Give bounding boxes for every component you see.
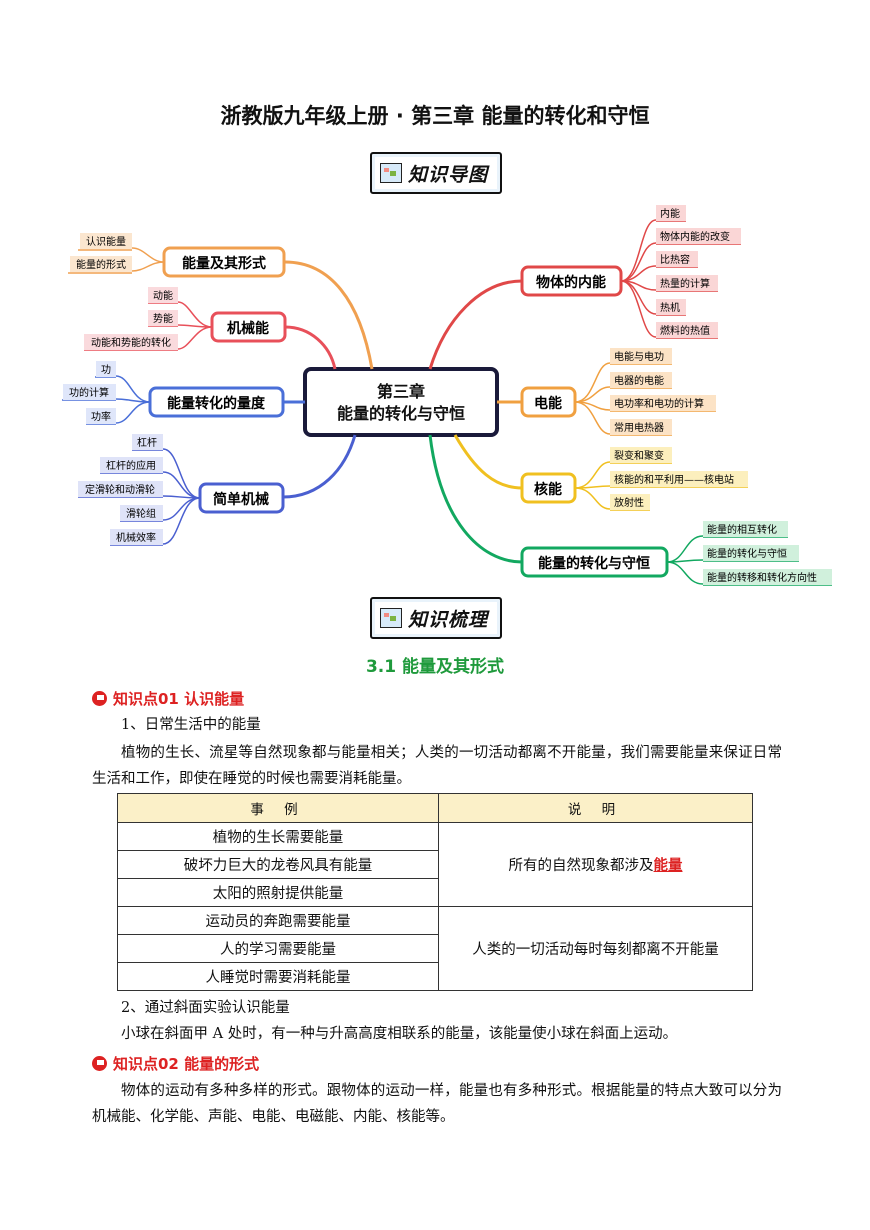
mind-map: 第三章 能量的转化与守恒 能量及其形式 认识能量 能量的形式 机械能 动能 势能… — [62, 205, 832, 586]
node-nuclear-label: 核能 — [534, 481, 562, 498]
knowledge-map-banner: 知识导图 — [370, 152, 502, 194]
center-line1: 第三章 — [377, 382, 425, 401]
simple-item-4: 机械效率 — [116, 531, 156, 544]
internal-item-4: 热机 — [660, 301, 680, 314]
knowledge-review-banner: 知识梳理 — [370, 597, 502, 639]
energy-examples-table: 事 例 说 明 植物的生长需要能量 所有的自然现象都涉及能量 破坏力巨大的龙卷风… — [117, 793, 753, 991]
mech-item-0: 动能 — [153, 289, 173, 302]
node-conserve-label: 能量的转化与守恒 — [538, 555, 650, 572]
flag-icon — [92, 1056, 107, 1071]
banner-label: 知识梳理 — [408, 609, 489, 631]
subheading-1: 1、日常生活中的能量 — [121, 717, 261, 733]
knowledge-point-2: 知识点02 能量的形式 — [92, 1053, 259, 1074]
node-mech-label: 机械能 — [227, 320, 269, 337]
conserve-item-2: 能量的转移和转化方向性 — [707, 571, 817, 584]
simple-item-1: 杠杆的应用 — [106, 459, 156, 472]
nuclear-item-0: 裂变和聚变 — [614, 449, 664, 462]
paragraph-3: 物体的运动有多种多样的形式。跟物体的运动一样，能量也有多种形式。根据能量的特点大… — [92, 1083, 782, 1125]
table-note-2: 人类的一切活动每时每刻都离不开能量 — [438, 906, 753, 991]
table-row: 破坏力巨大的龙卷风具有能量 — [117, 850, 439, 879]
elec-item-0: 电能与电功 — [614, 350, 664, 363]
kp1-label: 知识点01 认识能量 — [113, 690, 245, 708]
nuclear-item-2: 放射性 — [614, 496, 644, 509]
section-title: 3.1 能量及其形式 — [365, 657, 505, 677]
table-row: 运动员的奔跑需要能量 — [117, 906, 439, 935]
internal-item-5: 燃料的热值 — [660, 324, 710, 337]
forms-item-1: 能量的形式 — [76, 258, 126, 271]
document-icon — [380, 608, 402, 628]
node-forms-label: 能量及其形式 — [182, 255, 266, 272]
knowledge-point-1: 知识点01 认识能量 — [92, 688, 244, 709]
node-simple-label: 简单机械 — [213, 491, 269, 508]
page-title: 浙教版九年级上册 · 第三章 能量的转化和守恒 — [220, 104, 650, 128]
center-line2: 能量的转化与守恒 — [337, 404, 465, 423]
mech-item-1: 势能 — [153, 312, 173, 325]
table-row: 植物的生长需要能量 — [117, 822, 439, 851]
simple-item-0: 杠杆 — [137, 436, 157, 449]
measure-item-1: 功的计算 — [69, 386, 109, 399]
measure-item-0: 功 — [101, 364, 111, 376]
nuclear-item-1: 核能的和平利用——核电站 — [614, 473, 734, 486]
table-header-note: 说 明 — [438, 793, 753, 823]
table-row: 太阳的照射提供能量 — [117, 878, 439, 907]
map-icon — [380, 163, 402, 183]
table-note-1: 所有的自然现象都涉及能量 — [438, 822, 753, 907]
node-internal-label: 物体的内能 — [536, 274, 606, 291]
paragraph-2: 小球在斜面甲 A 处时，有一种与升高高度相联系的能量，该能量使小球在斜面上运动。 — [121, 1026, 678, 1042]
elec-item-2: 电功率和电功的计算 — [614, 397, 704, 410]
simple-item-2: 定滑轮和动滑轮 — [85, 483, 155, 496]
banner-label: 知识导图 — [408, 164, 489, 186]
node-elec-label: 电能 — [534, 395, 562, 412]
flag-icon — [92, 691, 107, 706]
node-measure-label: 能量转化的量度 — [167, 395, 266, 412]
center-node — [303, 367, 499, 437]
note1-keyword: 能量 — [653, 857, 683, 874]
table-row: 人睡觉时需要消耗能量 — [117, 962, 439, 991]
forms-item-0: 认识能量 — [86, 235, 126, 248]
mech-item-2: 动能和势能的转化 — [91, 336, 171, 349]
measure-item-2: 功率 — [91, 410, 111, 423]
table-row: 人的学习需要能量 — [117, 934, 439, 963]
kp2-label: 知识点02 能量的形式 — [113, 1055, 260, 1073]
note1-prefix: 所有的自然现象都涉及 — [508, 858, 654, 874]
elec-item-3: 常用电热器 — [614, 421, 664, 434]
paragraph-1: 植物的生长、流星等自然现象都与能量相关；人类的一切活动都离不开能量，我们需要能量… — [92, 745, 782, 787]
subheading-2: 2、通过斜面实验认识能量 — [121, 1000, 290, 1016]
table-header-example: 事 例 — [117, 793, 439, 823]
internal-item-3: 热量的计算 — [660, 277, 710, 290]
internal-item-1: 物体内能的改变 — [660, 230, 730, 243]
conserve-item-1: 能量的转化与守恒 — [707, 547, 787, 560]
internal-item-2: 比热容 — [660, 253, 690, 266]
simple-item-3: 滑轮组 — [126, 507, 156, 520]
conserve-item-0: 能量的相互转化 — [707, 523, 777, 536]
branch-forms — [284, 260, 374, 370]
elec-item-1: 电器的电能 — [614, 374, 664, 387]
internal-item-0: 内能 — [660, 207, 680, 220]
